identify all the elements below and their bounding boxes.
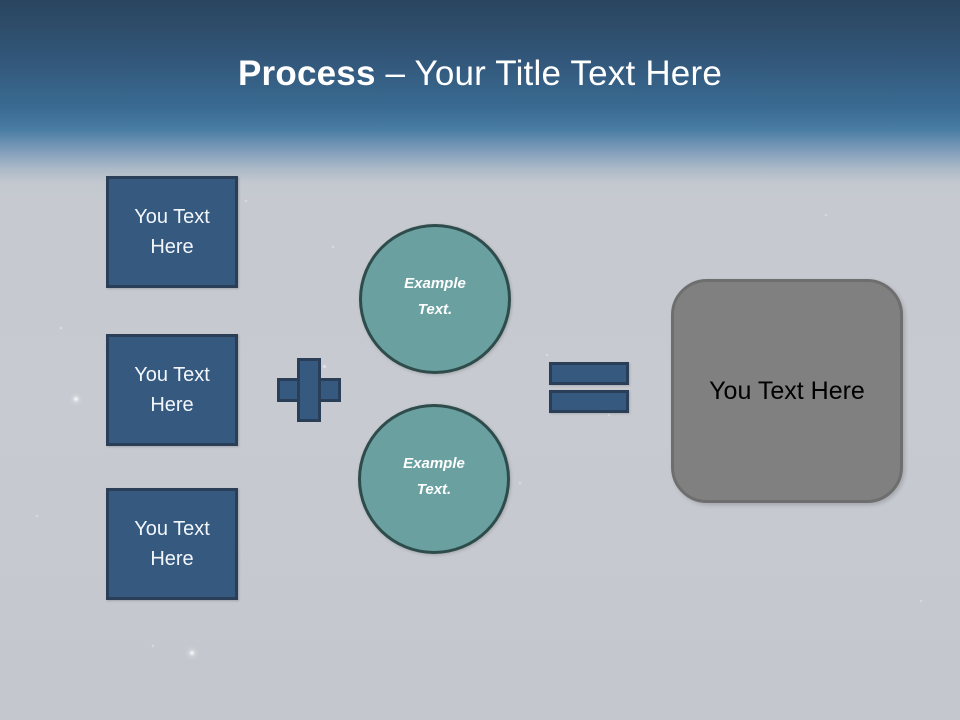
slide-title: Process – Your Title Text Here <box>0 50 960 98</box>
input-box-2-line1: You Text <box>134 364 210 386</box>
example-circle-1-line1: Example <box>404 275 466 292</box>
input-box-1-line1: You Text <box>134 206 210 228</box>
equals-icon-bottom-bar <box>549 390 629 413</box>
example-circle-1[interactable]: Example Text. <box>359 224 511 374</box>
title-emphasis: Process <box>238 54 376 93</box>
example-circle-1-line2: Text. <box>417 301 453 318</box>
title-rest: – Your Title Text Here <box>375 54 722 93</box>
result-box[interactable]: You Text Here <box>671 279 903 503</box>
input-box-1-line2: Here <box>150 236 194 258</box>
input-box-3-line2: Here <box>150 548 194 570</box>
input-box-3[interactable]: You Text Here <box>106 488 238 600</box>
input-box-2-line2: Here <box>150 394 194 416</box>
input-box-2[interactable]: You Text Here <box>106 334 238 446</box>
input-box-3-line1: You Text <box>134 518 210 540</box>
result-box-label: You Text Here <box>709 376 865 405</box>
equals-icon <box>549 362 629 413</box>
plus-icon-center-fill <box>300 381 318 399</box>
example-circle-2[interactable]: Example Text. <box>358 404 510 554</box>
plus-icon <box>277 358 341 422</box>
example-circle-2-line2: Text. <box>416 481 452 498</box>
example-circle-2-line1: Example <box>403 455 465 472</box>
equals-icon-top-bar <box>549 362 629 385</box>
input-box-1[interactable]: You Text Here <box>106 176 238 288</box>
